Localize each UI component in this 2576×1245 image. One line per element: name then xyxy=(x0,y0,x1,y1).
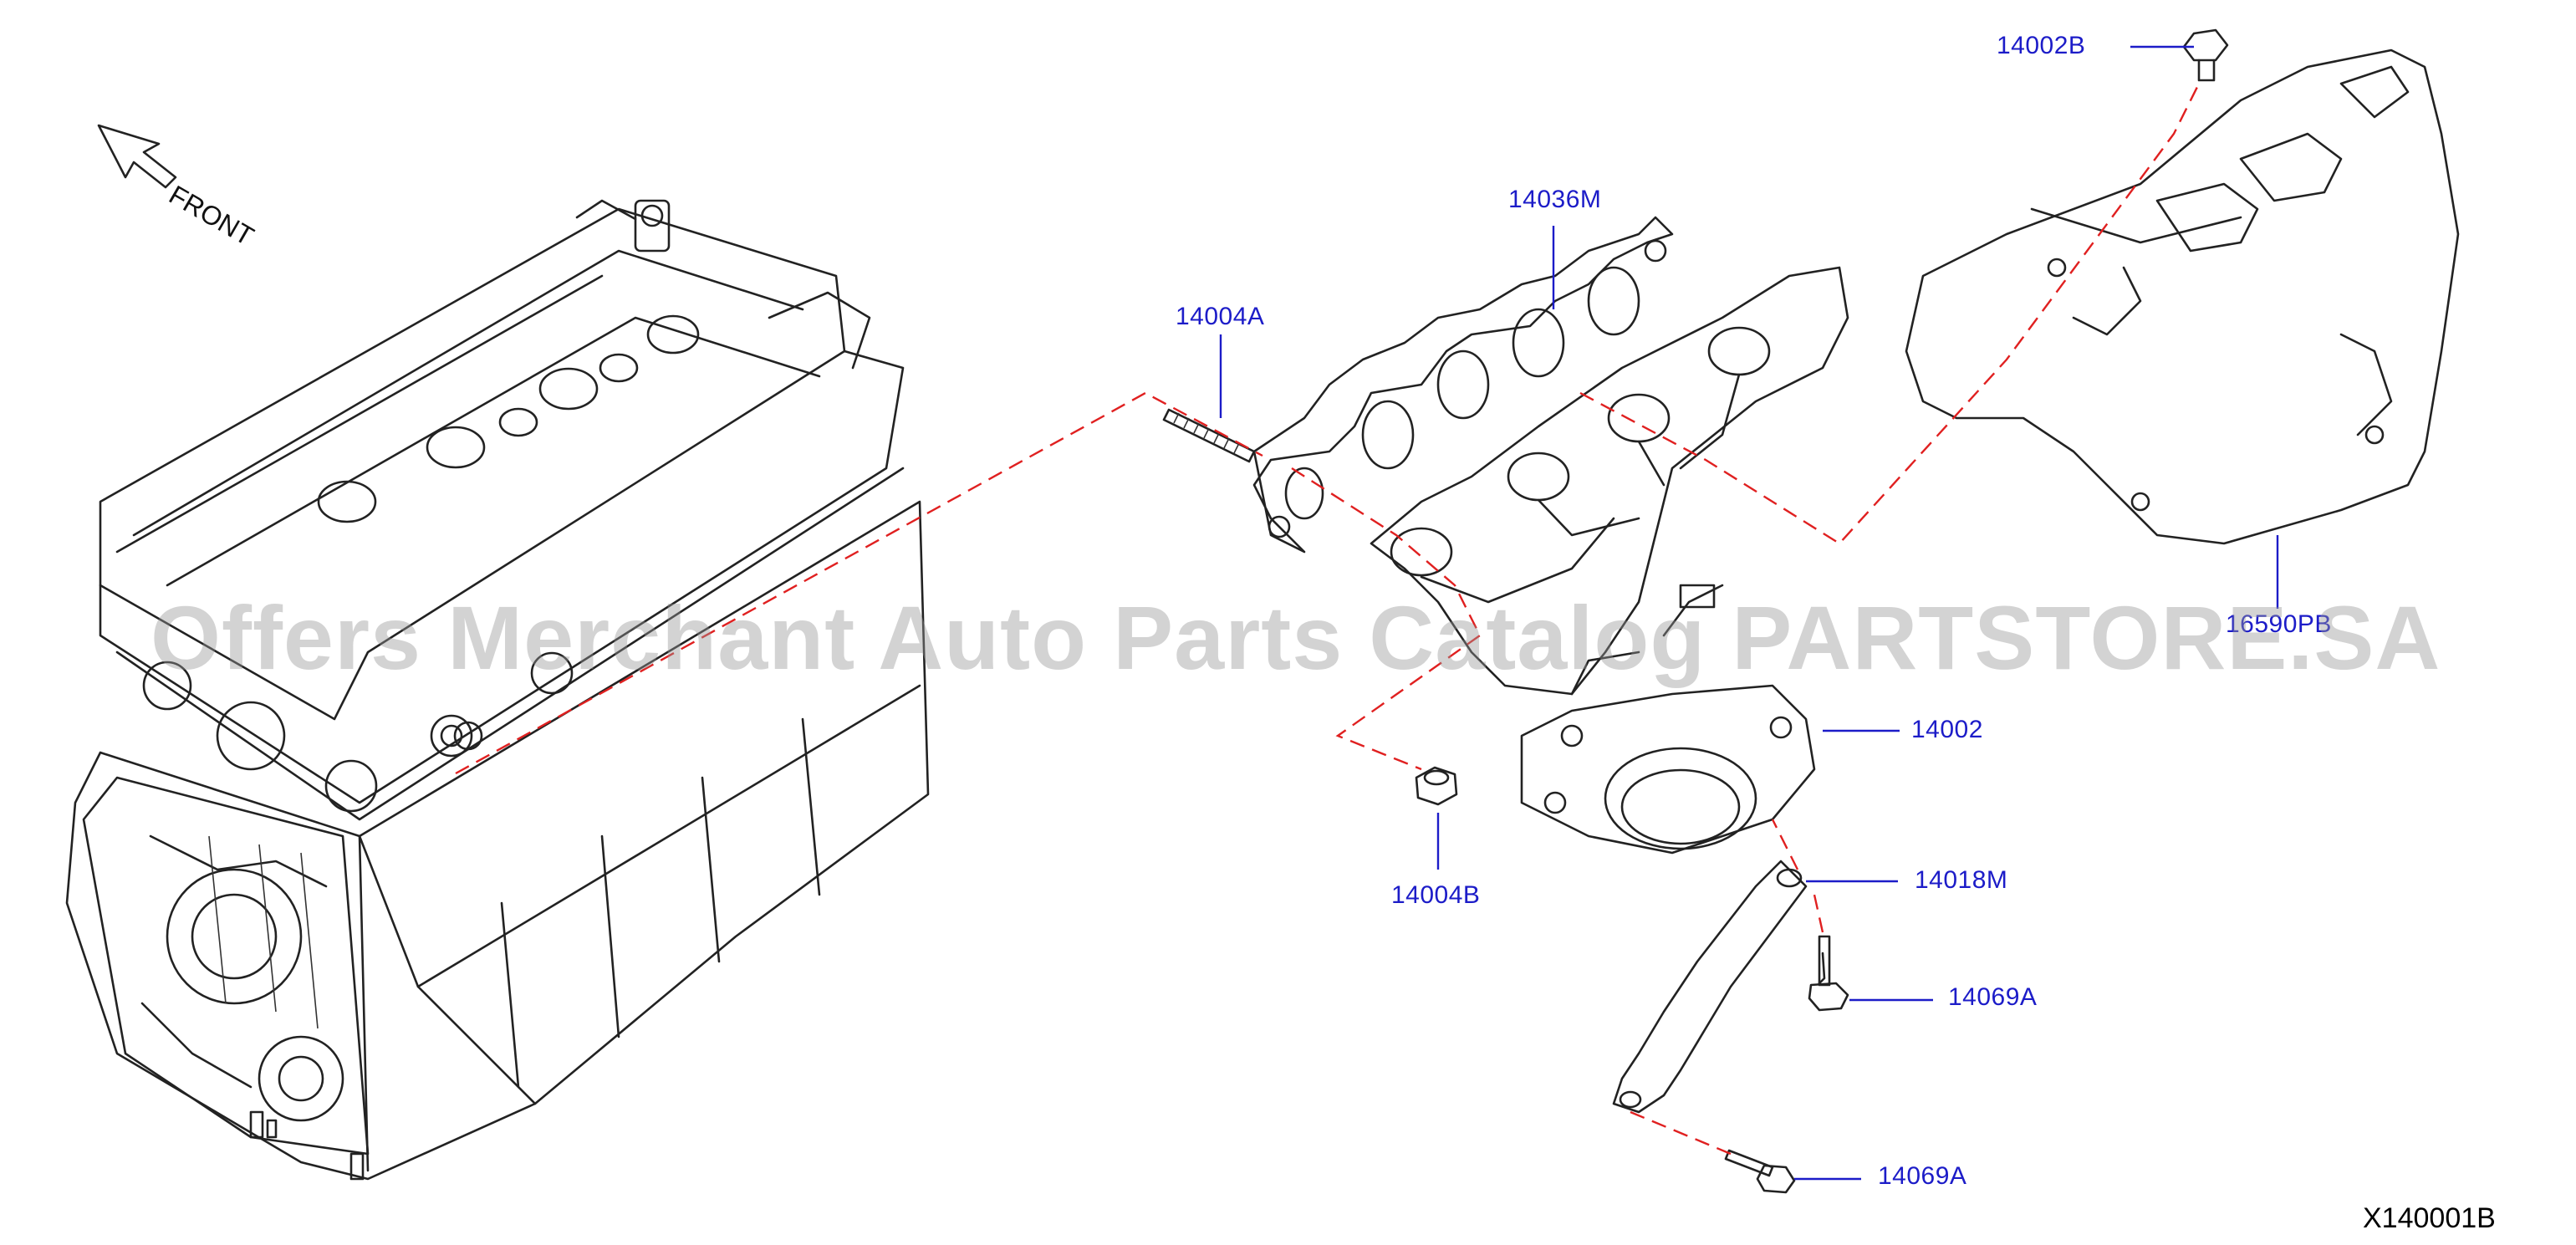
callout-14004b[interactable]: 14004B xyxy=(1391,881,1481,909)
callout-14018m[interactable]: 14018M xyxy=(1915,866,2008,894)
engine-block xyxy=(65,199,930,1181)
callout-14036m[interactable]: 14036M xyxy=(1508,186,1602,213)
bracket-14018m xyxy=(1612,860,1808,1114)
callout-14002b[interactable]: 14002B xyxy=(1997,32,2086,59)
heat-shield-16590pb xyxy=(1905,48,2460,545)
assembly-lines xyxy=(455,83,2201,1156)
gasket-14036m xyxy=(1252,216,1674,554)
callout-14004a[interactable]: 14004A xyxy=(1176,303,1265,330)
bolt-14069a-upper xyxy=(1808,935,1849,1012)
front-arrow-icon xyxy=(97,124,177,189)
callout-14069a-lower[interactable]: 14069A xyxy=(1878,1162,1967,1190)
bolt-14069a-lower xyxy=(1724,1149,1796,1194)
leader-lines xyxy=(1219,45,2279,1181)
nut-14004b xyxy=(1415,766,1458,806)
bolt-14002b xyxy=(2182,28,2229,82)
stud-14004a xyxy=(1162,408,1256,463)
callout-14069a-upper[interactable]: 14069A xyxy=(1948,983,2038,1011)
diagram-reference-code: X140001B xyxy=(2363,1202,2496,1234)
callout-16590pb[interactable]: 16590PB xyxy=(2226,610,2332,638)
exhaust-manifold-14002 xyxy=(1370,266,1849,855)
watermark: Offers Merchant Auto Parts Catalog PARTS… xyxy=(150,587,2441,688)
callout-14002[interactable]: 14002 xyxy=(1911,716,1983,743)
